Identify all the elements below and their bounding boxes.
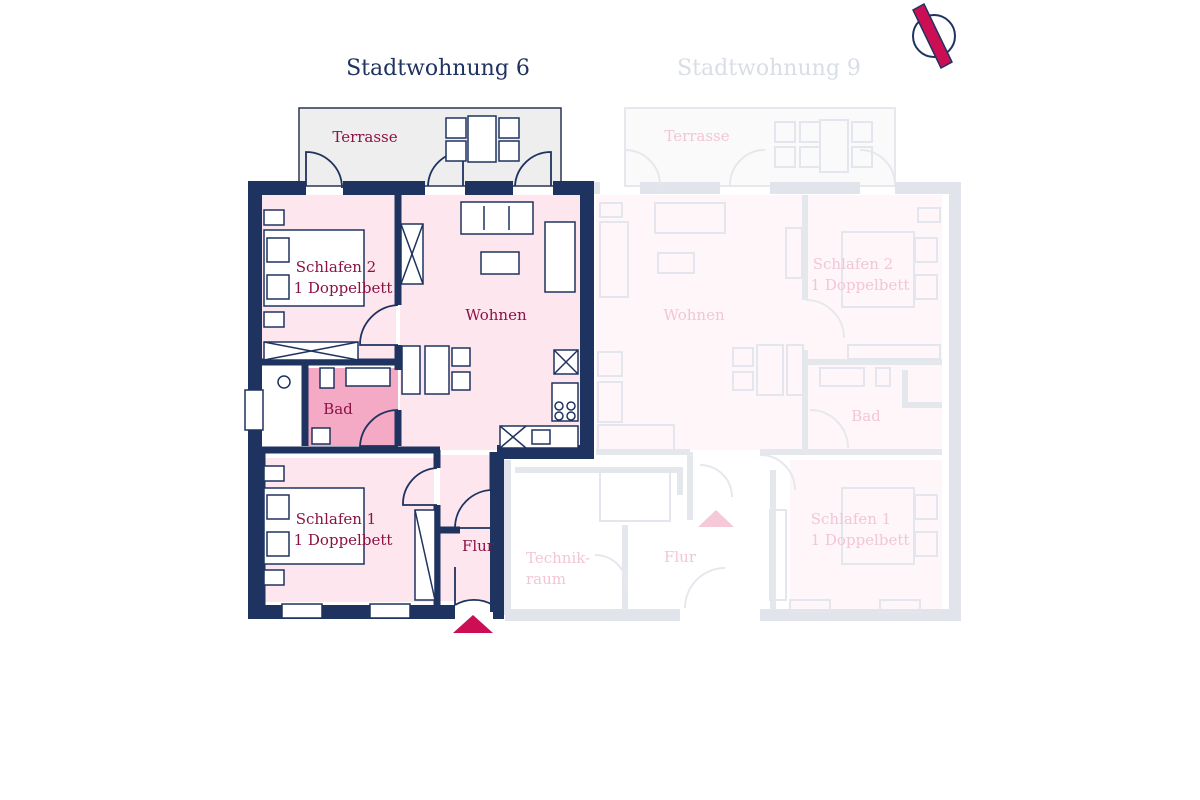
active-apartment: Terrasse Schlafen 2 1 Doppelbett Wohnen … — [244, 107, 594, 633]
faded-label-technik-1: Technik- — [526, 549, 590, 567]
faded-upper-fill — [596, 195, 942, 450]
faded-terrace — [624, 107, 896, 187]
faded-bed1-fill — [790, 460, 942, 610]
outer-wall-east — [497, 181, 594, 459]
faded-label-schlafen2: Schlafen 2 — [813, 255, 893, 273]
faded-label-schlafen1-bed: 1 Doppelbett — [811, 531, 910, 549]
outer-wall-flur-east — [490, 452, 504, 619]
entrance-arrow-icon — [453, 615, 493, 633]
label-schlafen1-bed: 1 Doppelbett — [294, 531, 393, 549]
label-terrasse: Terrasse — [332, 128, 397, 146]
title-faded-apartment: Stadtwohnung 9 — [677, 56, 861, 81]
window-south-1 — [281, 603, 323, 619]
label-flur: Flur — [462, 537, 495, 555]
title-active-apartment: Stadtwohnung 6 — [346, 56, 530, 81]
faded-label-flur: Flur — [664, 548, 697, 566]
window-south-2 — [369, 603, 411, 619]
label-schlafen2: Schlafen 2 — [296, 258, 376, 276]
faded-label-bad: Bad — [851, 407, 881, 425]
faded-entrance-icon — [698, 510, 734, 527]
faded-label-terrasse: Terrasse — [664, 127, 729, 145]
faded-label-schlafen2-bed: 1 Doppelbett — [811, 276, 910, 294]
label-schlafen2-bed: 1 Doppelbett — [294, 279, 393, 297]
window-west — [244, 389, 264, 431]
faded-label-wohnen: Wohnen — [663, 306, 725, 324]
label-schlafen1: Schlafen 1 — [296, 510, 376, 528]
label-wohnen: Wohnen — [465, 306, 527, 324]
faded-label-technik-2: raum — [526, 570, 566, 588]
label-bad: Bad — [323, 400, 353, 418]
faded-label-schlafen1: Schlafen 1 — [811, 510, 891, 528]
furniture — [263, 115, 579, 601]
north-arrow-icon — [912, 2, 956, 70]
